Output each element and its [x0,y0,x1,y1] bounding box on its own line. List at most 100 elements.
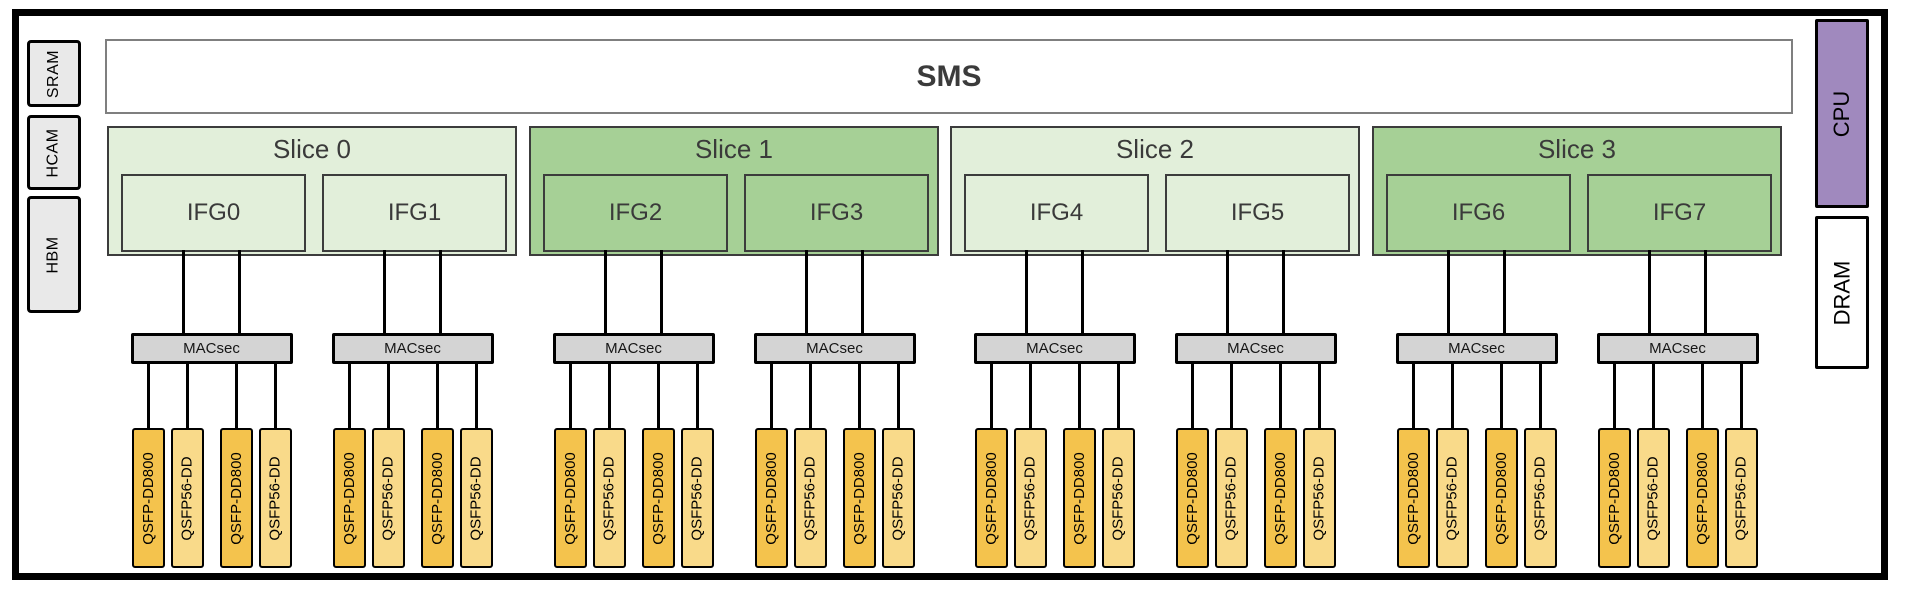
macsec-label: MACsec [605,340,662,357]
qsfp-module: QSFP-DD800 [641,428,675,568]
connector-line [1503,250,1506,333]
qsfp-label: QSFP-DD800 [982,451,1000,545]
connector-line [1700,364,1704,428]
cpu-box: CPU [1815,19,1869,208]
connector-line [660,250,663,333]
macsec-box: MACsec [1174,333,1337,364]
memory-box-sram: SRAM [27,40,81,107]
qsfp-module: QSFP56-DD [881,428,915,568]
memory-box-hbm: HBM [27,196,81,313]
ifg-box: IFG6 [1386,174,1571,252]
connector-line [273,364,277,428]
qsfp-label: QSFP56-DD [688,455,706,541]
ifg-box: IFG0 [121,174,306,252]
ifg-box: IFG1 [322,174,507,252]
connector-line [1081,250,1084,333]
connector-line [769,364,773,428]
connector-line [1190,364,1194,428]
qsfp-label: QSFP56-DD [467,455,485,541]
sms-box: SMS [105,39,1793,114]
qsfp-module: QSFP-DD800 [754,428,788,568]
slice-title: Slice 3 [1537,134,1617,164]
qsfp-label: QSFP-DD800 [1492,451,1510,545]
ifg-box: IFG2 [543,174,728,252]
connector-line [1077,364,1081,428]
qsfp-label: QSFP56-DD [889,455,907,541]
qsfp-label: QSFP-DD800 [227,451,245,545]
qsfp-module: QSFP-DD800 [420,428,454,568]
qsfp-module: QSFP56-DD [170,428,204,568]
qsfp-label: QSFP-DD800 [649,451,667,545]
connector-line [989,364,993,428]
connector-line [656,364,660,428]
macsec-label: MACsec [1026,340,1083,357]
qsfp-label: QSFP-DD800 [1070,451,1088,545]
dram-box: DRAM [1815,216,1869,369]
qsfp-module: QSFP-DD800 [1263,428,1297,568]
connector-line [1116,364,1120,428]
macsec-label: MACsec [806,340,863,357]
connector-line [1447,250,1450,333]
macsec-label: MACsec [183,340,240,357]
sms-label: SMS [916,59,982,93]
qsfp-module: QSFP-DD800 [131,428,165,568]
connector-line [607,364,611,428]
macsec-box: MACsec [1596,333,1759,364]
macsec-box: MACsec [130,333,293,364]
macsec-label: MACsec [384,340,441,357]
qsfp-module: QSFP56-DD [592,428,626,568]
qsfp-module: QSFP-DD800 [1597,428,1631,568]
qsfp-label: QSFP56-DD [1732,455,1750,541]
connector-line [568,364,572,428]
qsfp-label: QSFP-DD800 [1183,451,1201,545]
qsfp-module: QSFP56-DD [1724,428,1758,568]
qsfp-label: QSFP56-DD [1531,455,1549,541]
connector-line [1538,364,1542,428]
macsec-label: MACsec [1448,340,1505,357]
qsfp-label: QSFP56-DD [801,455,819,541]
qsfp-module: QSFP56-DD [1636,428,1670,568]
connector-line [439,250,442,333]
qsfp-label: QSFP-DD800 [850,451,868,545]
macsec-box: MACsec [331,333,494,364]
qsfp-label: QSFP56-DD [266,455,284,541]
macsec-label: MACsec [1649,340,1706,357]
connector-line [808,364,812,428]
connector-line [386,364,390,428]
connector-line [1648,250,1651,333]
qsfp-label: QSFP56-DD [1109,455,1127,541]
connector-line [1651,364,1655,428]
qsfp-label: QSFP-DD800 [1693,451,1711,545]
qsfp-module: QSFP56-DD [1013,428,1047,568]
macsec-box: MACsec [753,333,916,364]
ifg-box: IFG7 [1587,174,1772,252]
slice-title: Slice 1 [694,134,774,164]
connector-line [1704,250,1707,333]
chip-outline [12,9,1888,580]
connector-line [238,250,241,333]
qsfp-module: QSFP-DD800 [219,428,253,568]
slice-title: Slice 0 [272,134,352,164]
qsfp-label: QSFP56-DD [1443,455,1461,541]
qsfp-module: QSFP-DD800 [1396,428,1430,568]
qsfp-module: QSFP-DD800 [1175,428,1209,568]
connector-line [805,250,808,333]
connector-line [857,364,861,428]
qsfp-module: QSFP56-DD [793,428,827,568]
connector-line [347,364,351,428]
qsfp-module: QSFP56-DD [680,428,714,568]
cpu-label: CPU [1828,90,1854,137]
hbm-label: HBM [45,235,62,274]
sram-label: SRAM [45,49,63,98]
qsfp-label: QSFP56-DD [1222,455,1240,541]
connector-line [1612,364,1616,428]
connector-line [1739,364,1743,428]
qsfp-label: QSFP56-DD [1644,455,1662,541]
hcam-label: HCAM [45,127,63,178]
qsfp-label: QSFP-DD800 [1271,451,1289,545]
qsfp-module: QSFP-DD800 [553,428,587,568]
